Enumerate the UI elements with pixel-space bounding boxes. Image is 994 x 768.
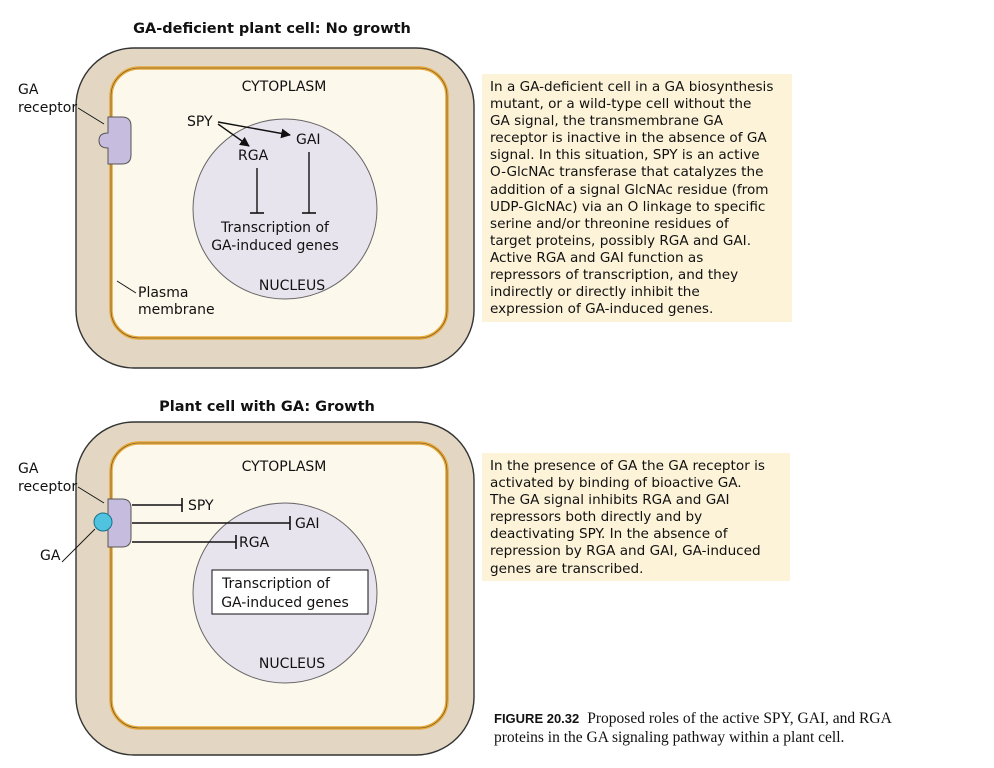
- top-ga-receptor: [98, 116, 132, 165]
- top-explanation-note: In a GA-deficient cell in a GA biosynthe…: [482, 74, 792, 322]
- note-line: indirectly or directly inhibit the: [490, 284, 700, 301]
- note-line: deactivating SPY. In the absence of: [490, 526, 728, 543]
- note-line: In the presence of GA the GA receptor is: [490, 458, 765, 474]
- bottom-receptor-label-line2: receptor: [18, 479, 77, 495]
- note-line: genes are transcribed.: [490, 560, 644, 577]
- bottom-transcription-line1: Transcription of: [221, 576, 331, 592]
- caption-line: proteins in the GA signaling pathway wit…: [494, 729, 845, 746]
- note-line: target proteins, possibly RGA and GAI.: [490, 232, 752, 249]
- note-line: mutant, or a wild-type cell without the: [490, 96, 752, 113]
- note-line: O-GlcNAc transferase that catalyzes the: [490, 164, 764, 181]
- bottom-gai-label: GAI: [295, 516, 320, 532]
- top-membrane-label-line2: membrane: [138, 302, 215, 318]
- note-line: serine and/or threonine residues of: [490, 215, 729, 232]
- top-receptor-label-line1: GA: [18, 82, 39, 98]
- top-rga-label: RGA: [238, 148, 269, 164]
- note-line: expression of GA-induced genes.: [490, 301, 714, 318]
- note-line: activated by binding of bioactive GA.: [490, 475, 742, 492]
- note-line: GA signal, the transmembrane GA: [490, 113, 724, 130]
- note-line: receptor is inactive in the absence of G…: [490, 130, 767, 147]
- ga-label: GA: [40, 548, 61, 564]
- top-membrane-label-line1: Plasma: [138, 285, 188, 301]
- top-nucleus-label: NUCLEUS: [259, 278, 325, 294]
- bottom-receptor-label-line1: GA: [18, 461, 39, 477]
- figure-caption: FIGURE 20.32 Proposed roles of the active…: [494, 709, 984, 747]
- transcription-box: [211, 569, 369, 615]
- note-line: addition of a signal GlcNAc residue (fro…: [490, 181, 769, 198]
- note-line: In a GA-deficient cell in a GA biosynthe…: [490, 79, 774, 95]
- note-line: Active RGA and GAI function as: [490, 249, 704, 266]
- caption-line: Proposed roles of the active SPY, GAI, a…: [587, 710, 892, 727]
- top-receptor-label-line2: receptor: [18, 100, 77, 116]
- note-line: The GA signal inhibits RGA and GAI: [490, 492, 730, 509]
- top-spy-label: SPY: [187, 114, 213, 130]
- bottom-cytoplasm-label: CYTOPLASM: [242, 459, 327, 475]
- bottom-transcription-line2: GA-induced genes: [221, 595, 349, 611]
- top-panel-title: GA-deficient plant cell: No growth: [133, 21, 411, 37]
- spy-to-gai-arrow: [217, 121, 291, 139]
- bottom-spy-label: SPY: [188, 498, 214, 514]
- bottom-panel-title: Plant cell with GA: Growth: [159, 399, 375, 415]
- note-line: signal. In this situation, SPY is an act…: [490, 147, 760, 164]
- ga-ligand: [93, 512, 113, 532]
- note-line: repressors both directly and by: [490, 509, 703, 526]
- top-cytoplasm-label: CYTOPLASM: [242, 79, 327, 95]
- bottom-nucleus-label: NUCLEUS: [259, 656, 325, 672]
- figure-number: FIGURE 20.32: [494, 711, 580, 726]
- bottom-explanation-note: In the presence of GA the GA receptor is…: [482, 453, 790, 581]
- spy-to-rga-arrow: [217, 123, 250, 147]
- top-transcription-line2: GA-induced genes: [211, 238, 339, 254]
- note-line: UDP-GlcNAc) via an O linkage to specific: [490, 198, 766, 215]
- note-line: repressors of transcription, and they: [490, 267, 739, 284]
- top-transcription-line1: Transcription of: [220, 220, 330, 236]
- top-nucleus: [192, 118, 378, 300]
- note-line: repression by RGA and GAI, GA-induced: [490, 543, 761, 560]
- bottom-rga-label: RGA: [239, 535, 270, 551]
- top-gai-label: GAI: [296, 132, 321, 148]
